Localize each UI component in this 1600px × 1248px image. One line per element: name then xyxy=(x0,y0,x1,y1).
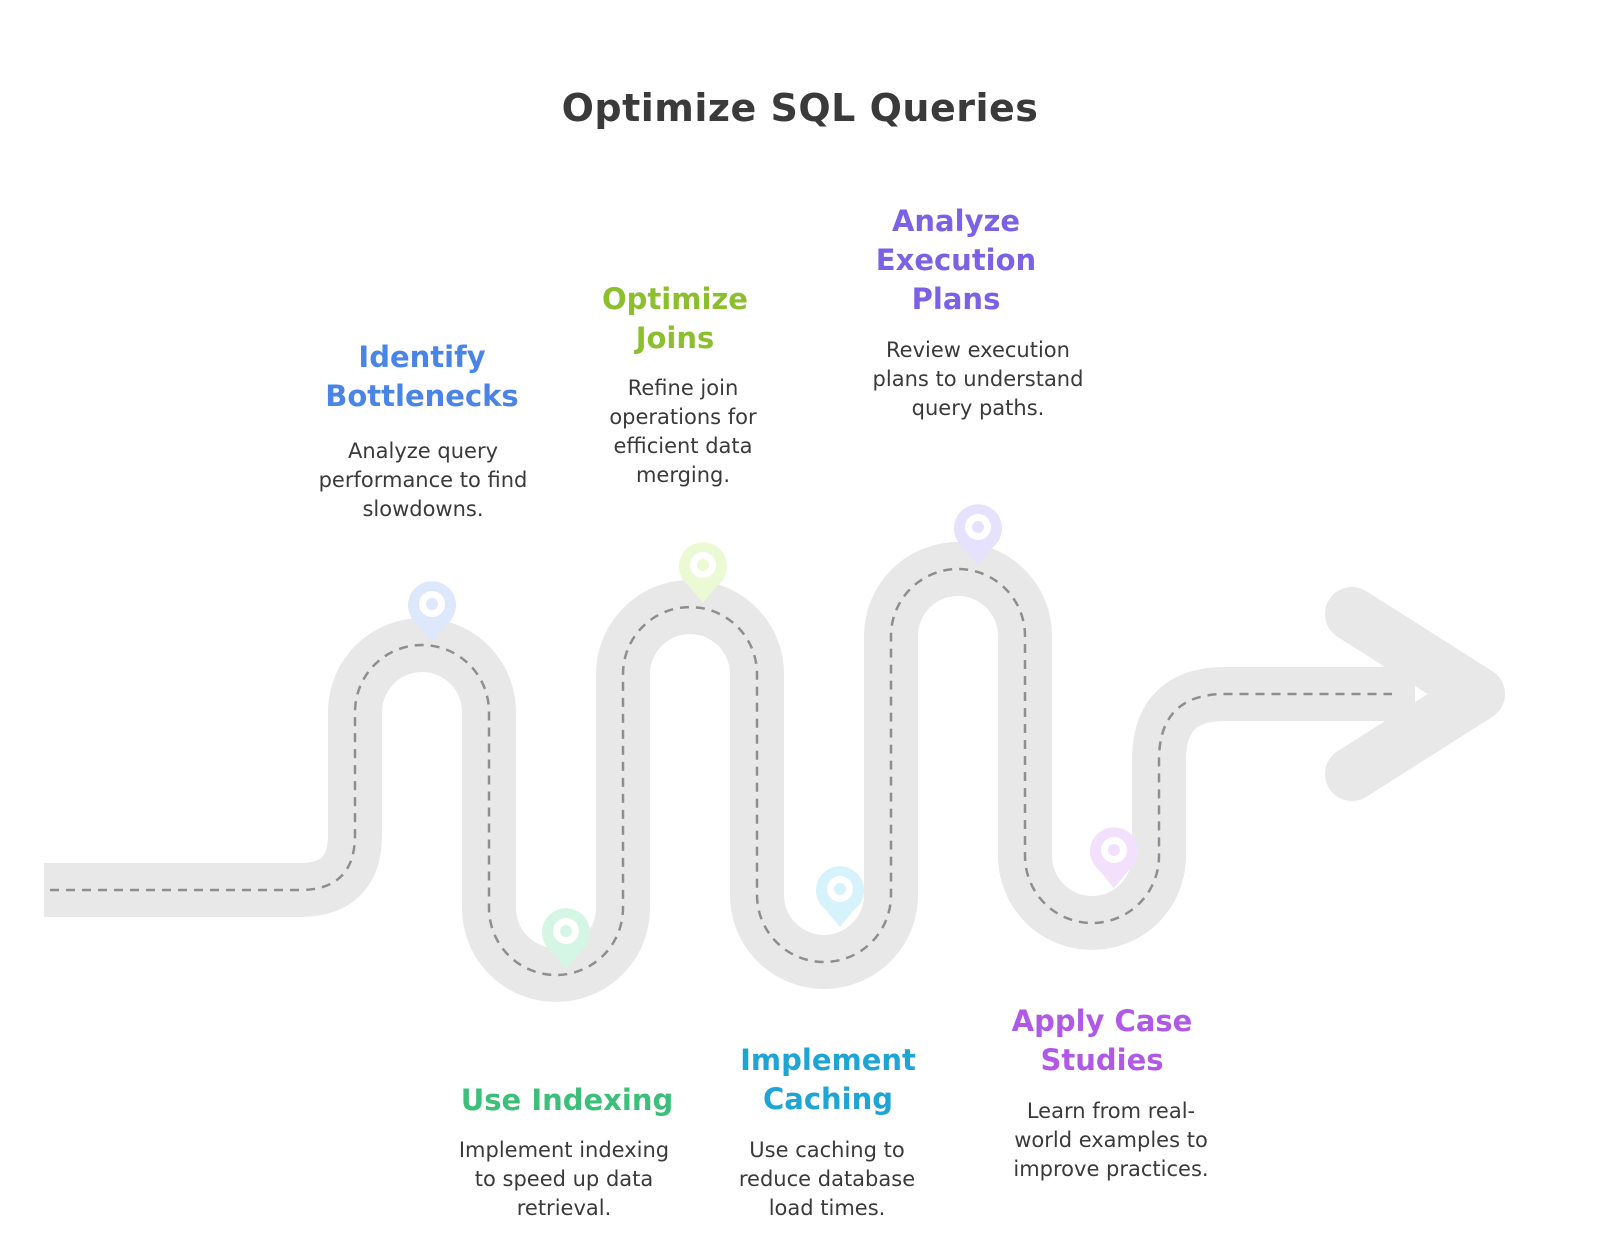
step-desc-optimize-joins: Refine join operations for efficient dat… xyxy=(609,376,757,487)
step-title-use-indexing: Use Indexing xyxy=(460,1083,674,1117)
map-pin-icon xyxy=(542,908,590,969)
step-title-optimize-joins: Optimize Joins xyxy=(602,282,748,355)
step-desc-implement-caching: Use caching to reduce database load time… xyxy=(738,1138,916,1220)
step-title-analyze-execution-plans: Analyze Execution Plans xyxy=(875,204,1037,316)
diagram-title: Optimize SQL Queries xyxy=(561,86,1039,130)
map-pin-icon xyxy=(954,504,1002,565)
map-pin-icon xyxy=(679,542,727,603)
step-desc-identify-bottlenecks: Analyze query performance to find slowdo… xyxy=(318,439,528,521)
step-desc-analyze-execution-plans: Review execution plans to understand que… xyxy=(872,338,1084,420)
map-pin-icon xyxy=(1090,827,1138,888)
map-pin-icon xyxy=(408,581,456,642)
step-desc-apply-case-studies: Learn from real-world examples to improv… xyxy=(1013,1099,1209,1181)
step-title-identify-bottlenecks: Identify Bottlenecks xyxy=(325,340,519,413)
step-desc-use-indexing: Implement indexing to speed up data retr… xyxy=(458,1138,670,1220)
step-title-implement-caching: Implement Caching xyxy=(740,1043,916,1116)
map-pin-icon xyxy=(816,866,864,927)
road-body xyxy=(44,542,1415,1002)
arrow-head xyxy=(1325,587,1505,801)
step-title-apply-case-studies: Apply Case Studies xyxy=(1011,1004,1193,1077)
